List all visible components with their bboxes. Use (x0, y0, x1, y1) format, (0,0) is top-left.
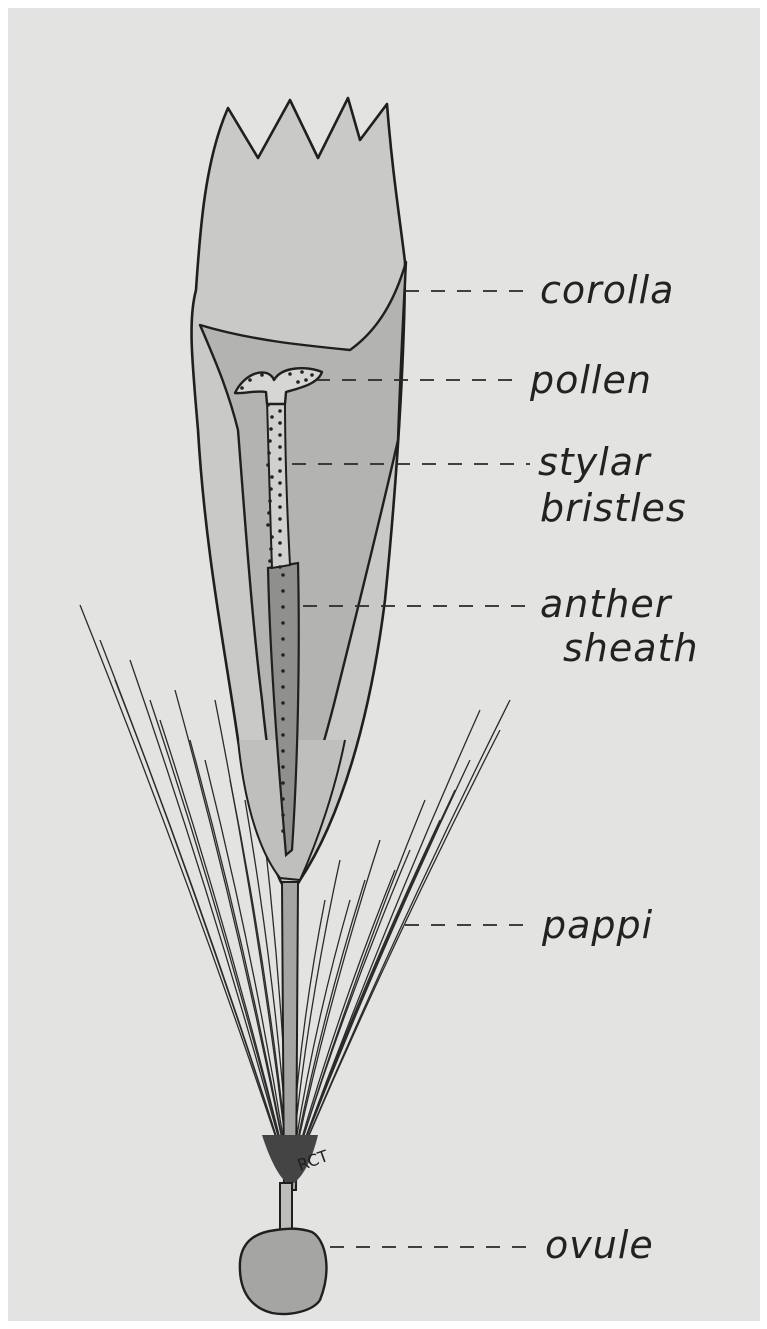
stipple-dot (281, 749, 285, 753)
stipple-dot (281, 605, 285, 609)
stipple-dot (266, 523, 270, 527)
stipple-dot (269, 547, 273, 551)
stipple-dot (281, 701, 285, 705)
stipple-dot (304, 378, 308, 382)
stipple-dot (281, 717, 285, 721)
label-bristles: bristles (540, 486, 687, 530)
stipple-dot (281, 685, 285, 689)
stipple-dot (278, 433, 282, 437)
stipple-dot (270, 535, 274, 539)
stipple-dot (278, 517, 282, 521)
stipple-dot (248, 378, 252, 382)
stipple-dot (278, 541, 282, 545)
stipple-dot (278, 493, 282, 497)
stipple-dot (278, 565, 282, 569)
stipple-dot (281, 797, 285, 801)
label-ovule: ovule (545, 1223, 654, 1267)
stipple-dot (278, 529, 282, 533)
stipple-dot (281, 733, 285, 737)
stipple-dot (268, 499, 272, 503)
stipple-dot (281, 573, 285, 577)
label-corolla: corolla (540, 268, 674, 312)
stipple-dot (267, 451, 271, 455)
stipple-dot (269, 427, 273, 431)
stipple-dot (278, 469, 282, 473)
stipple-dot (270, 415, 274, 419)
stipple-dot (267, 511, 271, 515)
stipple-dot (300, 370, 304, 374)
stipple-dot (260, 373, 264, 377)
stipple-dot (281, 765, 285, 769)
stipple-dot (266, 403, 270, 407)
stipple-dot (296, 380, 300, 384)
stipple-dot (281, 669, 285, 673)
stipple-dot (268, 439, 272, 443)
stipple-dot (278, 445, 282, 449)
stipple-dot (266, 463, 270, 467)
stipple-dot (278, 481, 282, 485)
stipple-dot (240, 386, 244, 390)
ovule-neck (280, 1183, 292, 1231)
stipple-dot (278, 421, 282, 425)
stipple-dot (281, 653, 285, 657)
label-pappi: pappi (541, 903, 653, 947)
label-stylar: stylar (538, 440, 652, 484)
stipple-dot (281, 829, 285, 833)
label-pollen: pollen (529, 358, 652, 402)
stipple-dot (281, 637, 285, 641)
stipple-dot (278, 505, 282, 509)
stipple-dot (278, 553, 282, 557)
ovule (240, 1229, 327, 1314)
stipple-dot (281, 589, 285, 593)
stipple-dot (288, 372, 292, 376)
stipple-dot (281, 813, 285, 817)
stipple-dot (278, 409, 282, 413)
stipple-dot (310, 373, 314, 377)
stipple-dot (278, 457, 282, 461)
stipple-dot (270, 475, 274, 479)
stipple-dot (268, 559, 272, 563)
stipple-dot (281, 621, 285, 625)
stipple-dot (281, 781, 285, 785)
label-anther: anther (540, 582, 673, 626)
label-sheath: sheath (563, 626, 699, 670)
stipple-dot (269, 487, 273, 491)
